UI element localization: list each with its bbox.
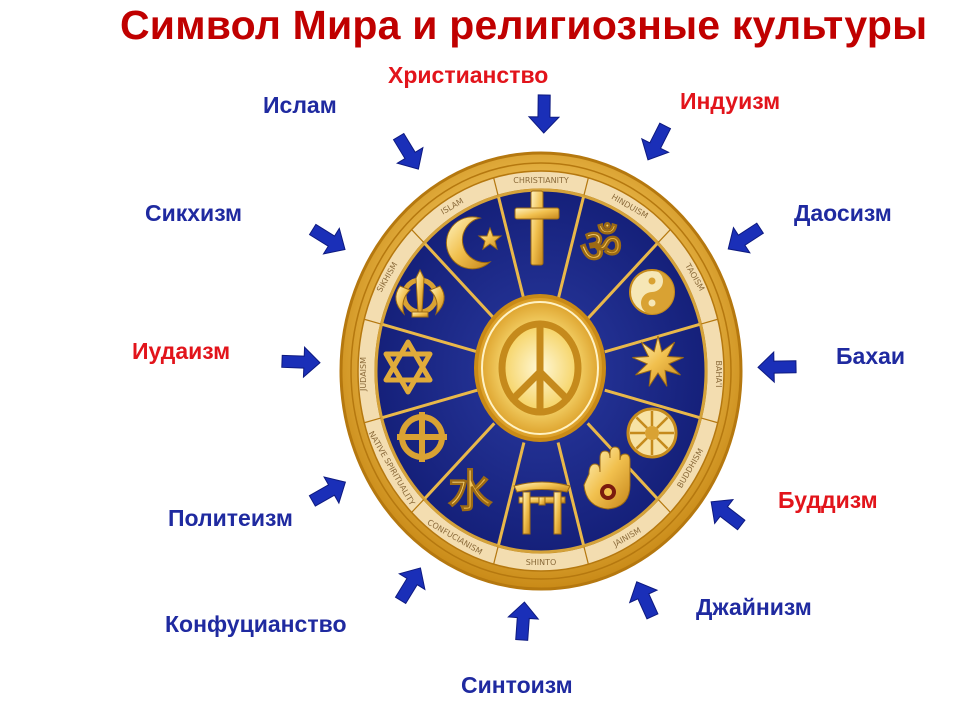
- dharma-wheel-icon: [626, 407, 678, 459]
- khanda-icon: [395, 268, 445, 318]
- label-confucianism: Конфуцианство: [165, 611, 347, 637]
- label-hinduism: Индуизм: [680, 88, 781, 114]
- torii-icon: [513, 481, 571, 535]
- label-judaism: Иудаизм: [132, 338, 231, 364]
- arrow-icon: [527, 94, 561, 134]
- svg-text:ॐ: ॐ: [580, 219, 622, 273]
- jain-hand-icon: [583, 446, 631, 510]
- ring-text: JUDAISM: [359, 357, 368, 392]
- label-sikhism: Сикхизм: [145, 200, 243, 226]
- peace-symbol-icon: [498, 320, 582, 416]
- arrow-icon: [308, 223, 346, 255]
- arrow-icon: [641, 122, 672, 161]
- label-jainism: Джайнизм: [696, 594, 812, 620]
- nine-point-star-icon: [632, 335, 684, 387]
- arrow-icon: [392, 132, 424, 170]
- label-polytheism: Политеизм: [168, 505, 293, 531]
- yin-yang-icon: [629, 269, 675, 315]
- label-christianity: Христианство: [388, 62, 549, 88]
- slide-title: Символ Мира и религиозные культуры: [120, 2, 928, 48]
- crescent-star-icon: [445, 216, 503, 270]
- arrow-icon: [308, 476, 347, 507]
- label-buddhism: Буддизм: [778, 487, 878, 513]
- arrow-icon: [710, 499, 746, 531]
- water-kanji-icon: 水: [448, 466, 494, 518]
- arrow-icon: [281, 345, 321, 379]
- arrow-icon: [394, 567, 426, 605]
- star-of-david-icon: [383, 339, 433, 395]
- svg-text:水: 水: [448, 466, 493, 517]
- label-shinto: Синтоизм: [461, 672, 573, 698]
- ring-text: CHRISTIANITY: [513, 176, 569, 185]
- label-taoism: Даосизм: [794, 200, 892, 226]
- label-bahai: Бахаи: [836, 343, 906, 369]
- cross-icon: [514, 190, 560, 266]
- ring-text: BAHA'I: [714, 360, 723, 387]
- arrow-icon: [727, 222, 765, 254]
- ring-text: SHINTO: [526, 558, 557, 567]
- label-islam: Ислам: [263, 92, 337, 118]
- om-icon: ॐ: [580, 219, 623, 274]
- arrow-icon: [628, 581, 659, 620]
- arrow-icon: [757, 350, 797, 384]
- arrow-icon: [507, 601, 540, 641]
- medicine-wheel-icon: [397, 412, 447, 462]
